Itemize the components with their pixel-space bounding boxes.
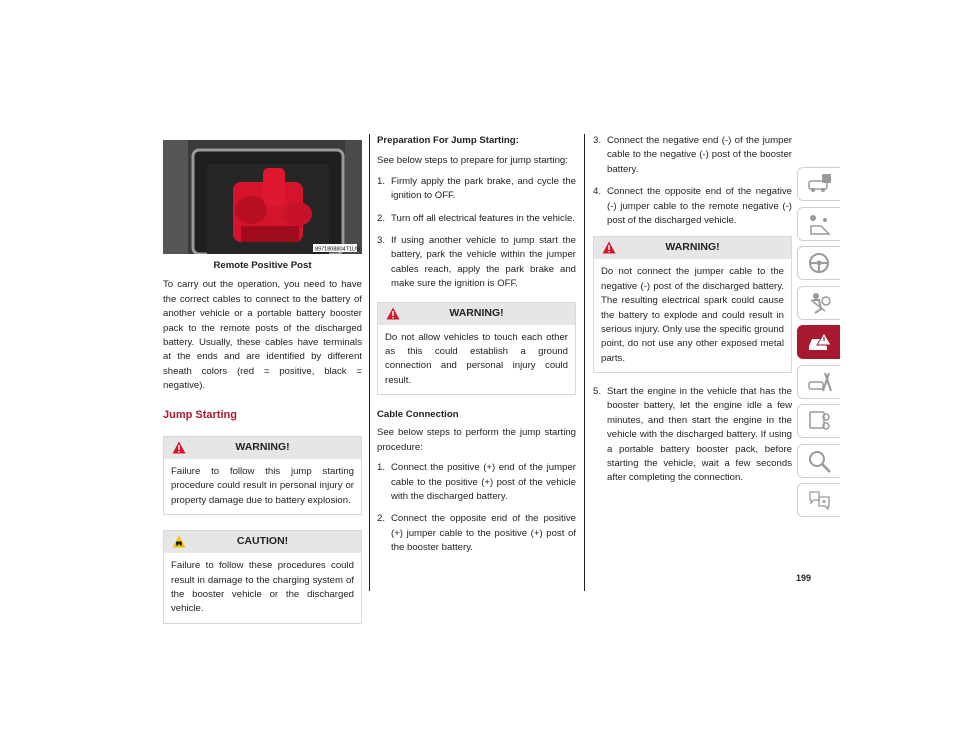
step-text: Firmly apply the park brake, and cycle t… xyxy=(391,175,576,202)
tab-vehicle-info[interactable] xyxy=(797,167,840,201)
list-item: 5. Start the engine in the vehicle that h… xyxy=(593,385,792,486)
step-number: 2. xyxy=(377,212,386,224)
caution-icon xyxy=(172,535,186,548)
battery-post-illustration: 8971808804T1US xyxy=(163,140,362,254)
column-3: 3. Connect the negative end (-) of the ju… xyxy=(593,134,792,494)
cable-steps-list: 1. Connect the positive (+) end of the ju… xyxy=(377,461,576,555)
warning-box: WARNING! Do not connect the jumper cable… xyxy=(593,236,792,374)
emergency-car-icon xyxy=(809,332,832,350)
warning-icon xyxy=(172,441,186,454)
step-number: 1. xyxy=(377,175,386,187)
tab-emergency[interactable] xyxy=(797,325,840,359)
dashboard-lights-icon xyxy=(810,214,831,235)
step-text: Connect the positive (+) end of the jump… xyxy=(391,462,576,503)
warning-title: WARNING! xyxy=(665,241,720,254)
cable-heading: Cable Connection xyxy=(377,409,459,421)
tab-dashboard-lights[interactable] xyxy=(797,206,840,241)
column-divider-1 xyxy=(369,134,370,591)
step-number: 5. xyxy=(593,386,602,398)
photo-code: 8971808804T1US xyxy=(315,247,360,253)
warning-box: WARNING! Failure to follow this jump sta… xyxy=(163,436,362,516)
prep-intro: See below steps to prepare for jump star… xyxy=(377,155,568,167)
prep-steps-list: 1. Firmly apply the park brake, and cycle… xyxy=(377,175,576,292)
list-item: 4. Connect the opposite end of the negati… xyxy=(593,185,792,228)
list-item: 3. If using another vehicle to jump start… xyxy=(377,234,576,292)
warning-title: WARNING! xyxy=(235,441,290,454)
warning-body: Do not connect the jumper cable to the n… xyxy=(601,266,784,364)
connection-steps-list-b: 5. Start the engine in the vehicle that h… xyxy=(593,385,792,486)
intro-paragraph: To carry out the operation, you need to … xyxy=(163,279,362,392)
airbag-safety-icon xyxy=(810,292,831,314)
step-number: 1. xyxy=(377,462,386,474)
warning-icon xyxy=(386,307,400,320)
list-item: 1. Connect the positive (+) end of the ju… xyxy=(377,461,576,504)
language-icon xyxy=(809,491,830,511)
column-divider-2 xyxy=(584,134,585,591)
search-index-icon xyxy=(809,450,831,473)
remote-positive-post-photo: 8971808804T1US xyxy=(163,140,362,254)
step-number: 3. xyxy=(593,135,602,146)
steering-wheel-icon xyxy=(809,253,829,273)
service-tools-icon xyxy=(808,372,832,391)
warning-icon xyxy=(602,241,616,254)
warning-body: Failure to follow this jump starting pro… xyxy=(171,466,354,506)
tab-airbag-safety[interactable] xyxy=(797,285,840,320)
tab-steering-wheel[interactable] xyxy=(797,246,840,280)
step-text: Turn off all electrical features in the … xyxy=(391,212,575,224)
list-item: 3. Connect the negative end (-) of the ju… xyxy=(593,134,792,177)
step-number: 4. xyxy=(593,186,602,198)
prep-heading: Preparation For Jump Starting: xyxy=(377,135,519,146)
column-2: Preparation For Jump Starting: See below… xyxy=(377,134,576,564)
vehicle-info-icon xyxy=(808,174,831,192)
step-number: 2. xyxy=(377,513,386,525)
warning-header: WARNING! xyxy=(378,302,575,325)
warning-box: WARNING! Do not allow vehicles to touch … xyxy=(377,301,576,396)
page-number: 199 xyxy=(796,573,812,583)
caution-header: CAUTION! xyxy=(164,531,361,554)
specifications-icon xyxy=(809,411,830,430)
connection-steps-list-a: 3. Connect the negative end (-) of the ju… xyxy=(593,134,792,228)
caution-title: CAUTION! xyxy=(236,535,289,548)
column-1: 8971808804T1US Remote Positive Post To c… xyxy=(163,140,362,624)
chapter-tabs xyxy=(797,167,840,523)
cable-intro: See below steps to perform the jump star… xyxy=(377,427,576,453)
warning-header: WARNING! xyxy=(594,237,791,260)
tab-service-tools[interactable] xyxy=(797,364,840,399)
step-text: If using another vehicle to jump start t… xyxy=(391,234,576,290)
photo-caption: Remote Positive Post xyxy=(213,260,312,271)
warning-body: Do not allow vehicles to touch each othe… xyxy=(385,331,568,386)
list-item: 1. Firmly apply the park brake, and cycle… xyxy=(377,175,576,204)
section-title: Jump Starting xyxy=(163,408,237,421)
list-item: 2. Turn off all electrical features in th… xyxy=(377,212,576,226)
step-number: 3. xyxy=(377,234,386,246)
step-text: Connect the opposite end of the negative… xyxy=(607,186,792,226)
caution-body: Failure to follow these procedures could… xyxy=(171,560,354,615)
tab-search-index[interactable] xyxy=(797,443,840,478)
tab-language[interactable] xyxy=(797,483,840,517)
step-text: Start the engine in the vehicle that has… xyxy=(607,386,792,484)
warning-title: WARNING! xyxy=(449,306,504,319)
caution-box: CAUTION! Failure to follow these procedu… xyxy=(163,530,362,624)
step-text: Connect the negative end (-) of the jump… xyxy=(607,135,792,175)
list-item: 2. Connect the opposite end of the positi… xyxy=(377,512,576,555)
step-text: Connect the opposite end of the positive… xyxy=(391,513,576,554)
tab-specifications[interactable] xyxy=(797,404,840,438)
warning-header: WARNING! xyxy=(164,437,361,460)
